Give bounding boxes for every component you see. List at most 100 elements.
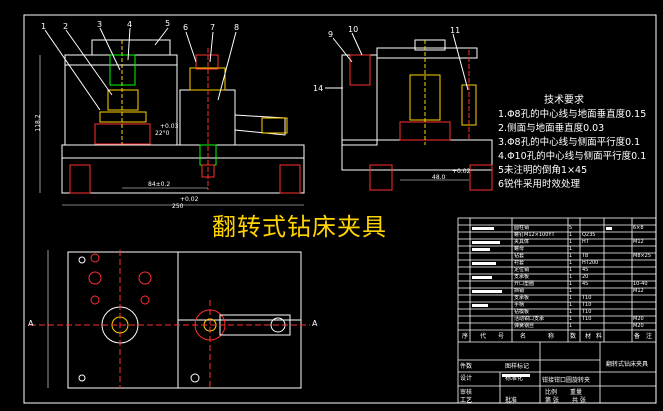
section-mark-right: A (312, 319, 318, 328)
tech-requirement-1: 1.Φ8孔的中心线与地面垂直度0.15 (498, 109, 647, 120)
parts-list-name: 支承板 (514, 274, 530, 280)
parts-list-name: 钻套 (514, 253, 525, 259)
header-cell: 名 (520, 333, 527, 340)
tb-scale-label: 比例 (545, 389, 558, 396)
parts-list-note: 10-40 (633, 281, 648, 287)
header-cell: 序 (462, 333, 469, 340)
parts-list-material: 20 (582, 274, 589, 280)
part-number-9: 9 (328, 30, 334, 39)
parts-list-qty: 1 (569, 246, 573, 252)
parts-list-name: 开口垫圈 (514, 281, 535, 287)
tech-requirement-5: 5未注明的倒角1×45 (498, 165, 588, 176)
part-number-6: 6 (183, 23, 189, 32)
parts-list-material: T10 (582, 309, 592, 315)
tb-total-label: 共 张 (572, 397, 586, 404)
parts-list-qty: 5 (569, 225, 573, 231)
parts-list-name: 挡销 (514, 288, 525, 294)
parts-list-name: 圆柱销 (514, 225, 530, 231)
drawing-border (23, 14, 657, 404)
parts-list-qty: 1 (569, 260, 573, 266)
dim-total-width: 250 (172, 203, 184, 210)
tech-requirement-2: 2.侧面与地面垂直度0.03 (498, 123, 605, 134)
tb-approve-label: 批准 (505, 397, 518, 404)
parts-list-qty: 1 (569, 239, 573, 245)
parts-list-name: 螺母 (514, 246, 525, 252)
part-number-2: 2 (63, 22, 69, 31)
tb-unit-label: 钳接钳口圆旋转夹 (542, 377, 591, 384)
tb-standard-label: 标准化 (505, 375, 524, 382)
title-block (457, 217, 657, 404)
dim-base-span: 84±0.2 (148, 181, 171, 188)
parts-list-name: 活动钳口支承 (514, 316, 545, 322)
header-cell: 料 (596, 333, 603, 340)
parts-list-qty: 1 (569, 323, 573, 329)
header-cell: 号 (498, 333, 505, 340)
parts-list-qty: 1 (569, 281, 573, 287)
parts-list-material: 45 (582, 281, 589, 287)
parts-list-material: Q235 (582, 232, 596, 238)
parts-list-note: 6×8 (633, 225, 644, 231)
tb-check-label: 审核 (460, 389, 473, 396)
dim-tol-a: +0.03 (160, 123, 179, 130)
parts-list-material: T10 (582, 295, 592, 301)
part-number-10: 10 (348, 25, 359, 34)
header-cell: 材 (585, 333, 592, 340)
parts-list-material: T10 (582, 316, 592, 322)
header-cell: 称 (548, 333, 555, 340)
parts-list-material: T8 (582, 253, 589, 259)
tb-sheet-label: 第 张 (545, 397, 559, 404)
parts-list-qty: 1 (569, 267, 573, 273)
section-mark-left: A (28, 319, 34, 328)
parts-list-name: 支承板 (514, 295, 530, 301)
tech-requirement-3: 3.Φ8孔的中心线与侧面平行度0.1 (498, 137, 641, 148)
header-cell: 代 (480, 333, 487, 340)
dim-height: 118.2 (34, 114, 42, 132)
parts-list-note: M8×25 (633, 253, 652, 259)
dim-side-width: 48.0 (432, 174, 446, 181)
parts-list-material: T10 (582, 302, 592, 308)
parts-list-note: M20 (633, 316, 644, 322)
parts-list-material: 45 (582, 267, 589, 273)
header-cell: 数 (570, 333, 577, 340)
tb-count-label: 件数 (460, 363, 473, 370)
parts-list-note: M20 (633, 323, 644, 329)
parts-list-note: M12 (633, 239, 644, 245)
parts-list-name: 定位销 (514, 267, 530, 273)
dim-side-tol: +0.02 (452, 168, 471, 175)
parts-list-qty: 1 (569, 309, 573, 315)
part-number-7: 7 (210, 23, 216, 32)
tb-drawing-no-label: 图样标记 (505, 363, 530, 370)
plan-view (30, 250, 310, 389)
part-number-11: 11 (450, 26, 461, 35)
front-view (39, 27, 305, 206)
drawing-title: 翻转式钻床夹具 (212, 213, 387, 241)
parts-list-qty: 1 (569, 274, 573, 280)
part-number-4: 4 (127, 20, 133, 29)
parts-list-name: 夹具体 (514, 239, 530, 245)
parts-list-name: 弹簧钢丝 (514, 323, 535, 329)
parts-list-qty: 1 (569, 253, 573, 259)
parts-list-name: 衬套 (514, 260, 525, 266)
part-number-5: 5 (165, 19, 171, 28)
parts-list-material: HT200 (582, 260, 599, 266)
parts-list-name: 手柄 (514, 302, 525, 308)
parts-list-name: 螺钉M12×100YT (514, 232, 555, 238)
title-block-drawing-name: 翻转式钻床夹具 (606, 361, 649, 368)
tech-requirements-heading: 技术要求 (544, 95, 584, 106)
tech-requirement-4: 4.Φ10孔的中心线与侧面平行度0.1 (498, 151, 647, 162)
part-number-14: 14 (313, 84, 324, 93)
part-number-3: 3 (97, 20, 103, 29)
parts-list-name: 钻模板 (514, 309, 530, 315)
side-view (325, 32, 493, 191)
parts-list-qty: 1 (569, 295, 573, 301)
dim-tol-b: +0.02 (180, 196, 199, 203)
tb-process-label: 工艺 (460, 397, 473, 404)
parts-list-qty: 1 (569, 288, 573, 294)
parts-list-material: HT (582, 239, 589, 245)
parts-list-qty: 1 (569, 302, 573, 308)
tb-design-label: 设计 (460, 375, 473, 382)
parts-list-qty: 1 (569, 316, 573, 322)
parts-list-note: M12 (633, 288, 644, 294)
header-cell: 注 (646, 333, 653, 340)
